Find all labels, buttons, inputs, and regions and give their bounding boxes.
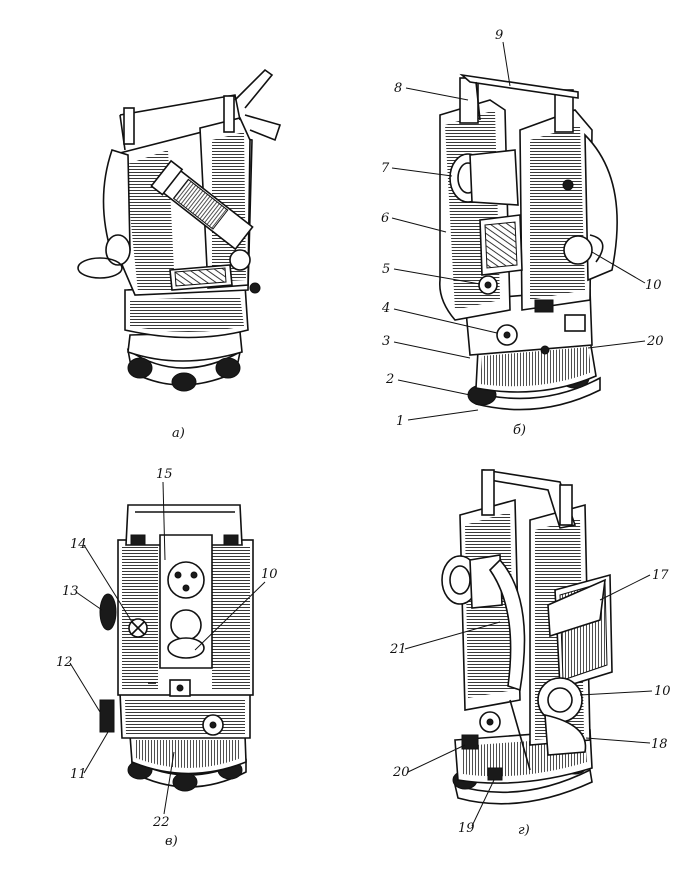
label-18: 18: [651, 737, 668, 752]
label-11: 11: [70, 767, 87, 782]
caption-c: в): [165, 834, 178, 849]
label-17: 17: [652, 568, 669, 583]
instrument-b: [438, 73, 618, 411]
label-19: 19: [458, 821, 475, 836]
instrument-a: [77, 68, 282, 392]
label-15: 15: [156, 467, 173, 482]
label-9: 9: [495, 28, 503, 43]
caption-b: б): [513, 423, 526, 438]
label-14: 14: [70, 537, 87, 552]
label-2: 2: [385, 372, 394, 387]
label-5: 5: [382, 262, 390, 277]
label-21: 21: [389, 642, 407, 657]
label-4: 4: [381, 301, 390, 316]
label-12: 12: [56, 655, 73, 670]
label-7: 7: [381, 161, 390, 176]
label-3: 3: [382, 334, 390, 349]
labels-c: 15 14 13 12 11 10 22: [56, 467, 278, 830]
label-1: 1: [396, 414, 404, 429]
labels-d: 17 21 10 18 20 19: [389, 568, 671, 836]
label-20: 20: [392, 765, 410, 780]
caption-d: г): [518, 823, 530, 838]
label-22: 22: [152, 815, 170, 830]
label-13: 13: [62, 584, 79, 599]
label-8: 8: [394, 81, 402, 96]
instrument-c: [99, 504, 254, 792]
labels-b: 9 8 7 6 5 4 3 2 1 10 20: [381, 28, 664, 429]
label-6: 6: [381, 211, 389, 226]
label-20: 20: [646, 334, 664, 349]
caption-a: а): [172, 426, 185, 441]
label-10: 10: [654, 684, 671, 699]
label-10: 10: [261, 567, 278, 582]
instrument-d: [441, 468, 613, 805]
label-10: 10: [645, 278, 662, 293]
